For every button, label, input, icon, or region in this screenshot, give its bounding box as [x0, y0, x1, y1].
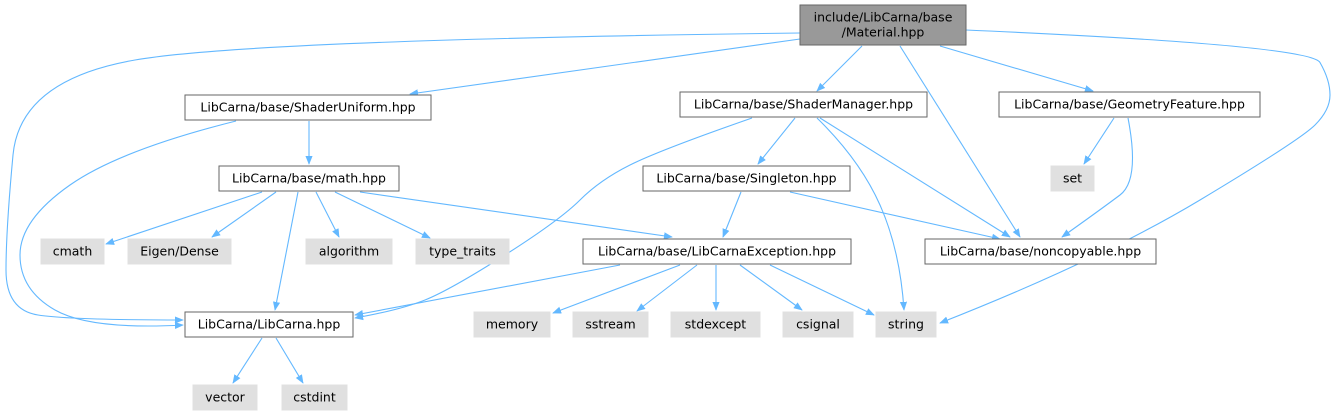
edge-material-to-shaderuniform — [409, 38, 801, 97]
node-box-set — [1050, 165, 1095, 192]
node-csignal: csignal — [782, 311, 854, 338]
edge-libcarna-to-cstdint — [275, 337, 304, 384]
node-box-csignal — [782, 311, 854, 338]
edge-material-to-shadermanager — [816, 45, 863, 92]
edge-math-to-libcarna — [273, 191, 299, 311]
node-box-geometryfeature — [998, 91, 1261, 118]
edges-layer — [5, 29, 1331, 384]
edge-shaderuniform-to-libcarna — [19, 120, 237, 330]
node-box-algorithm — [305, 238, 393, 265]
node-shadermanager[interactable]: LibCarna/base/ShaderManager.hpp — [679, 91, 928, 118]
node-label-memory: memory — [486, 317, 539, 332]
edge-material-to-geometryfeature — [939, 45, 1094, 93]
node-box-stdexcept — [670, 311, 761, 338]
node-math[interactable]: LibCarna/base/math.hpp — [218, 165, 400, 192]
node-label-shaderuniform: LibCarna/base/ShaderUniform.hpp — [200, 100, 415, 115]
edge-math-to-typetraits — [334, 191, 431, 239]
node-box-memory — [473, 311, 551, 338]
node-label-noncopyable: LibCarna/base/noncopyable.hpp — [940, 244, 1141, 259]
node-geometryfeature[interactable]: LibCarna/base/GeometryFeature.hpp — [998, 91, 1261, 118]
node-box-singleton — [642, 165, 851, 192]
node-box-eigen — [127, 238, 232, 265]
node-label-cstdint: cstdint — [293, 390, 336, 405]
edge-exception-to-memory — [552, 264, 681, 314]
node-box-noncopyable — [924, 238, 1157, 265]
node-sstream: sstream — [572, 311, 649, 338]
node-label-material: include/LibCarna/base — [814, 10, 953, 25]
node-cmath: cmath — [40, 238, 105, 265]
edge-math-to-algorithm — [315, 191, 340, 238]
edge-exception-to-string — [769, 264, 875, 316]
node-label-stdexcept: stdexcept — [685, 317, 746, 332]
edge-libcarna-to-vector — [232, 337, 263, 384]
node-label-material: /Material.hpp — [842, 25, 925, 40]
edge-material-to-libcarna — [5, 32, 801, 324]
node-box-libcarna — [184, 311, 354, 338]
node-cstdint: cstdint — [281, 384, 348, 411]
node-eigen: Eigen/Dense — [127, 238, 232, 265]
node-box-vector — [192, 384, 258, 411]
edge-exception-to-libcarna — [354, 264, 621, 318]
node-memory: memory — [473, 311, 551, 338]
node-noncopyable[interactable]: LibCarna/base/noncopyable.hpp — [924, 238, 1157, 265]
edge-geometryfeature-to-noncopyable — [1061, 117, 1134, 238]
node-box-cmath — [40, 238, 105, 265]
node-label-vector: vector — [205, 390, 246, 405]
edge-geometryfeature-to-set — [1083, 117, 1115, 165]
node-box-shaderuniform — [184, 94, 432, 121]
node-label-set: set — [1063, 171, 1082, 186]
node-stdexcept: stdexcept — [670, 311, 761, 338]
node-label-csignal: csignal — [796, 317, 840, 332]
node-label-geometryfeature: LibCarna/base/GeometryFeature.hpp — [1014, 97, 1245, 112]
node-label-math: LibCarna/base/math.hpp — [232, 171, 386, 186]
node-box-shadermanager — [679, 91, 928, 118]
node-box-material — [799, 4, 967, 46]
node-typetraits: type_traits — [415, 238, 510, 265]
node-box-string — [875, 311, 937, 338]
edge-shadermanager-to-libcarna — [354, 117, 753, 321]
node-algorithm: algorithm — [305, 238, 393, 265]
edge-exception-to-sstream — [636, 264, 698, 312]
node-label-shadermanager: LibCarna/base/ShaderManager.hpp — [694, 97, 913, 112]
edge-singleton-to-exception — [722, 191, 742, 238]
node-label-sstream: sstream — [585, 317, 635, 332]
node-label-string: string — [888, 317, 924, 332]
node-singleton[interactable]: LibCarna/base/Singleton.hpp — [642, 165, 851, 192]
node-label-singleton: LibCarna/base/Singleton.hpp — [656, 171, 836, 186]
nodes-layer: include/LibCarna/base/Material.hppLibCar… — [40, 4, 1261, 411]
edge-exception-to-csignal — [739, 264, 803, 311]
node-box-sstream — [572, 311, 649, 338]
node-box-cstdint — [281, 384, 348, 411]
edge-shadermanager-to-noncopyable — [819, 117, 1011, 238]
node-label-libcarna: LibCarna/LibCarna.hpp — [198, 317, 341, 332]
edge-math-to-cmath — [105, 191, 263, 245]
node-box-math — [218, 165, 400, 192]
node-vector: vector — [192, 384, 258, 411]
edge-singleton-to-noncopyable — [789, 191, 1001, 241]
node-label-cmath: cmath — [53, 244, 93, 259]
edge-shadermanager-to-singleton — [757, 117, 796, 165]
node-string: string — [875, 311, 937, 338]
edge-material-to-noncopyable — [899, 45, 1021, 238]
node-label-eigen: Eigen/Dense — [140, 244, 219, 259]
node-material[interactable]: include/LibCarna/base/Material.hpp — [799, 4, 967, 46]
node-label-algorithm: algorithm — [319, 244, 379, 259]
node-exception[interactable]: LibCarna/base/LibCarnaException.hpp — [582, 238, 852, 265]
node-set: set — [1050, 165, 1095, 192]
node-box-typetraits — [415, 238, 510, 265]
node-shaderuniform[interactable]: LibCarna/base/ShaderUniform.hpp — [184, 94, 432, 121]
edge-math-to-exception — [359, 191, 673, 240]
node-label-exception: LibCarna/base/LibCarnaException.hpp — [598, 244, 836, 259]
edge-shadermanager-to-string — [816, 117, 908, 311]
node-box-exception — [582, 238, 852, 265]
node-libcarna[interactable]: LibCarna/LibCarna.hpp — [184, 311, 354, 338]
edge-material-to-string — [939, 29, 1331, 324]
node-label-typetraits: type_traits — [429, 244, 496, 259]
edge-math-to-eigen — [211, 191, 277, 238]
